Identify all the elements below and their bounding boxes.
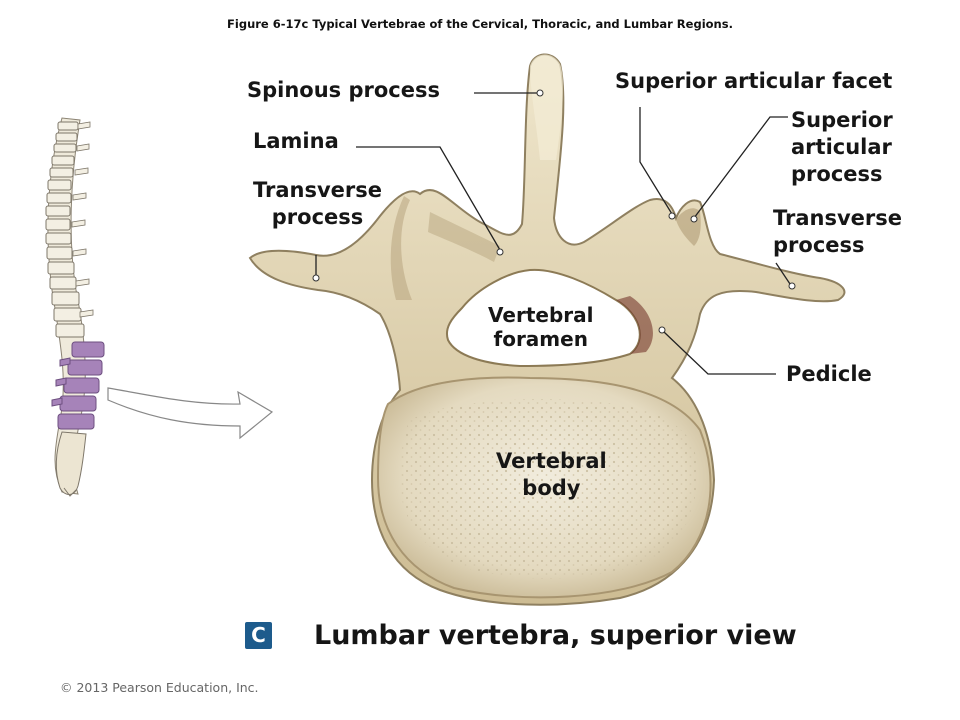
panel-letter-badge: C — [245, 622, 272, 649]
label-superior-articular-process: Superior articular process — [791, 107, 893, 188]
lumbar-highlight — [51, 341, 105, 430]
label-transverse-process-left-line2: process — [271, 205, 364, 229]
leader-lines — [315, 92, 791, 375]
label-superior-articular-process-line1: Superior — [791, 108, 893, 132]
label-transverse-process-right: Transverse process — [773, 205, 902, 259]
label-lamina: Lamina — [253, 129, 339, 153]
label-vertebral-body: Vertebral body — [496, 448, 607, 502]
vertebra — [248, 53, 846, 606]
leader-transverse-right — [775, 262, 791, 285]
label-vertebral-foramen-line2: foramen — [493, 327, 588, 351]
label-spinous-process: Spinous process — [247, 78, 440, 102]
label-superior-articular-facet: Superior articular facet — [615, 69, 893, 93]
spinal-column-illustration — [45, 117, 105, 497]
label-superior-articular-process-line2: articular — [791, 135, 892, 159]
label-vertebral-foramen: Vertebral foramen — [488, 303, 593, 351]
leader-lamina — [356, 146, 501, 251]
label-transverse-process-right-line2: process — [773, 233, 865, 257]
pointer-arrow — [107, 387, 274, 440]
label-pedicle: Pedicle — [786, 362, 872, 386]
leader-superior-facet — [639, 107, 673, 215]
copyright-notice: © 2013 Pearson Education, Inc. — [60, 680, 259, 695]
label-vertebral-body-line1: Vertebral — [496, 449, 607, 473]
label-vertebral-foramen-line1: Vertebral — [488, 303, 594, 327]
label-transverse-process-left-line1: Transverse — [253, 178, 383, 202]
label-vertebral-body-line2: body — [522, 476, 581, 500]
figure-caption: Lumbar vertebra, superior view — [314, 620, 797, 651]
leader-pedicle — [663, 331, 776, 375]
figure-title: Figure 6-17c Typical Vertebrae of the Ce… — [227, 17, 733, 31]
leader-dots — [312, 89, 796, 334]
label-transverse-process-right-line1: Transverse — [773, 206, 903, 230]
label-superior-articular-process-line3: process — [791, 162, 883, 186]
label-transverse-process-left: Transverse process — [253, 177, 382, 231]
leader-superior-process — [693, 116, 788, 219]
